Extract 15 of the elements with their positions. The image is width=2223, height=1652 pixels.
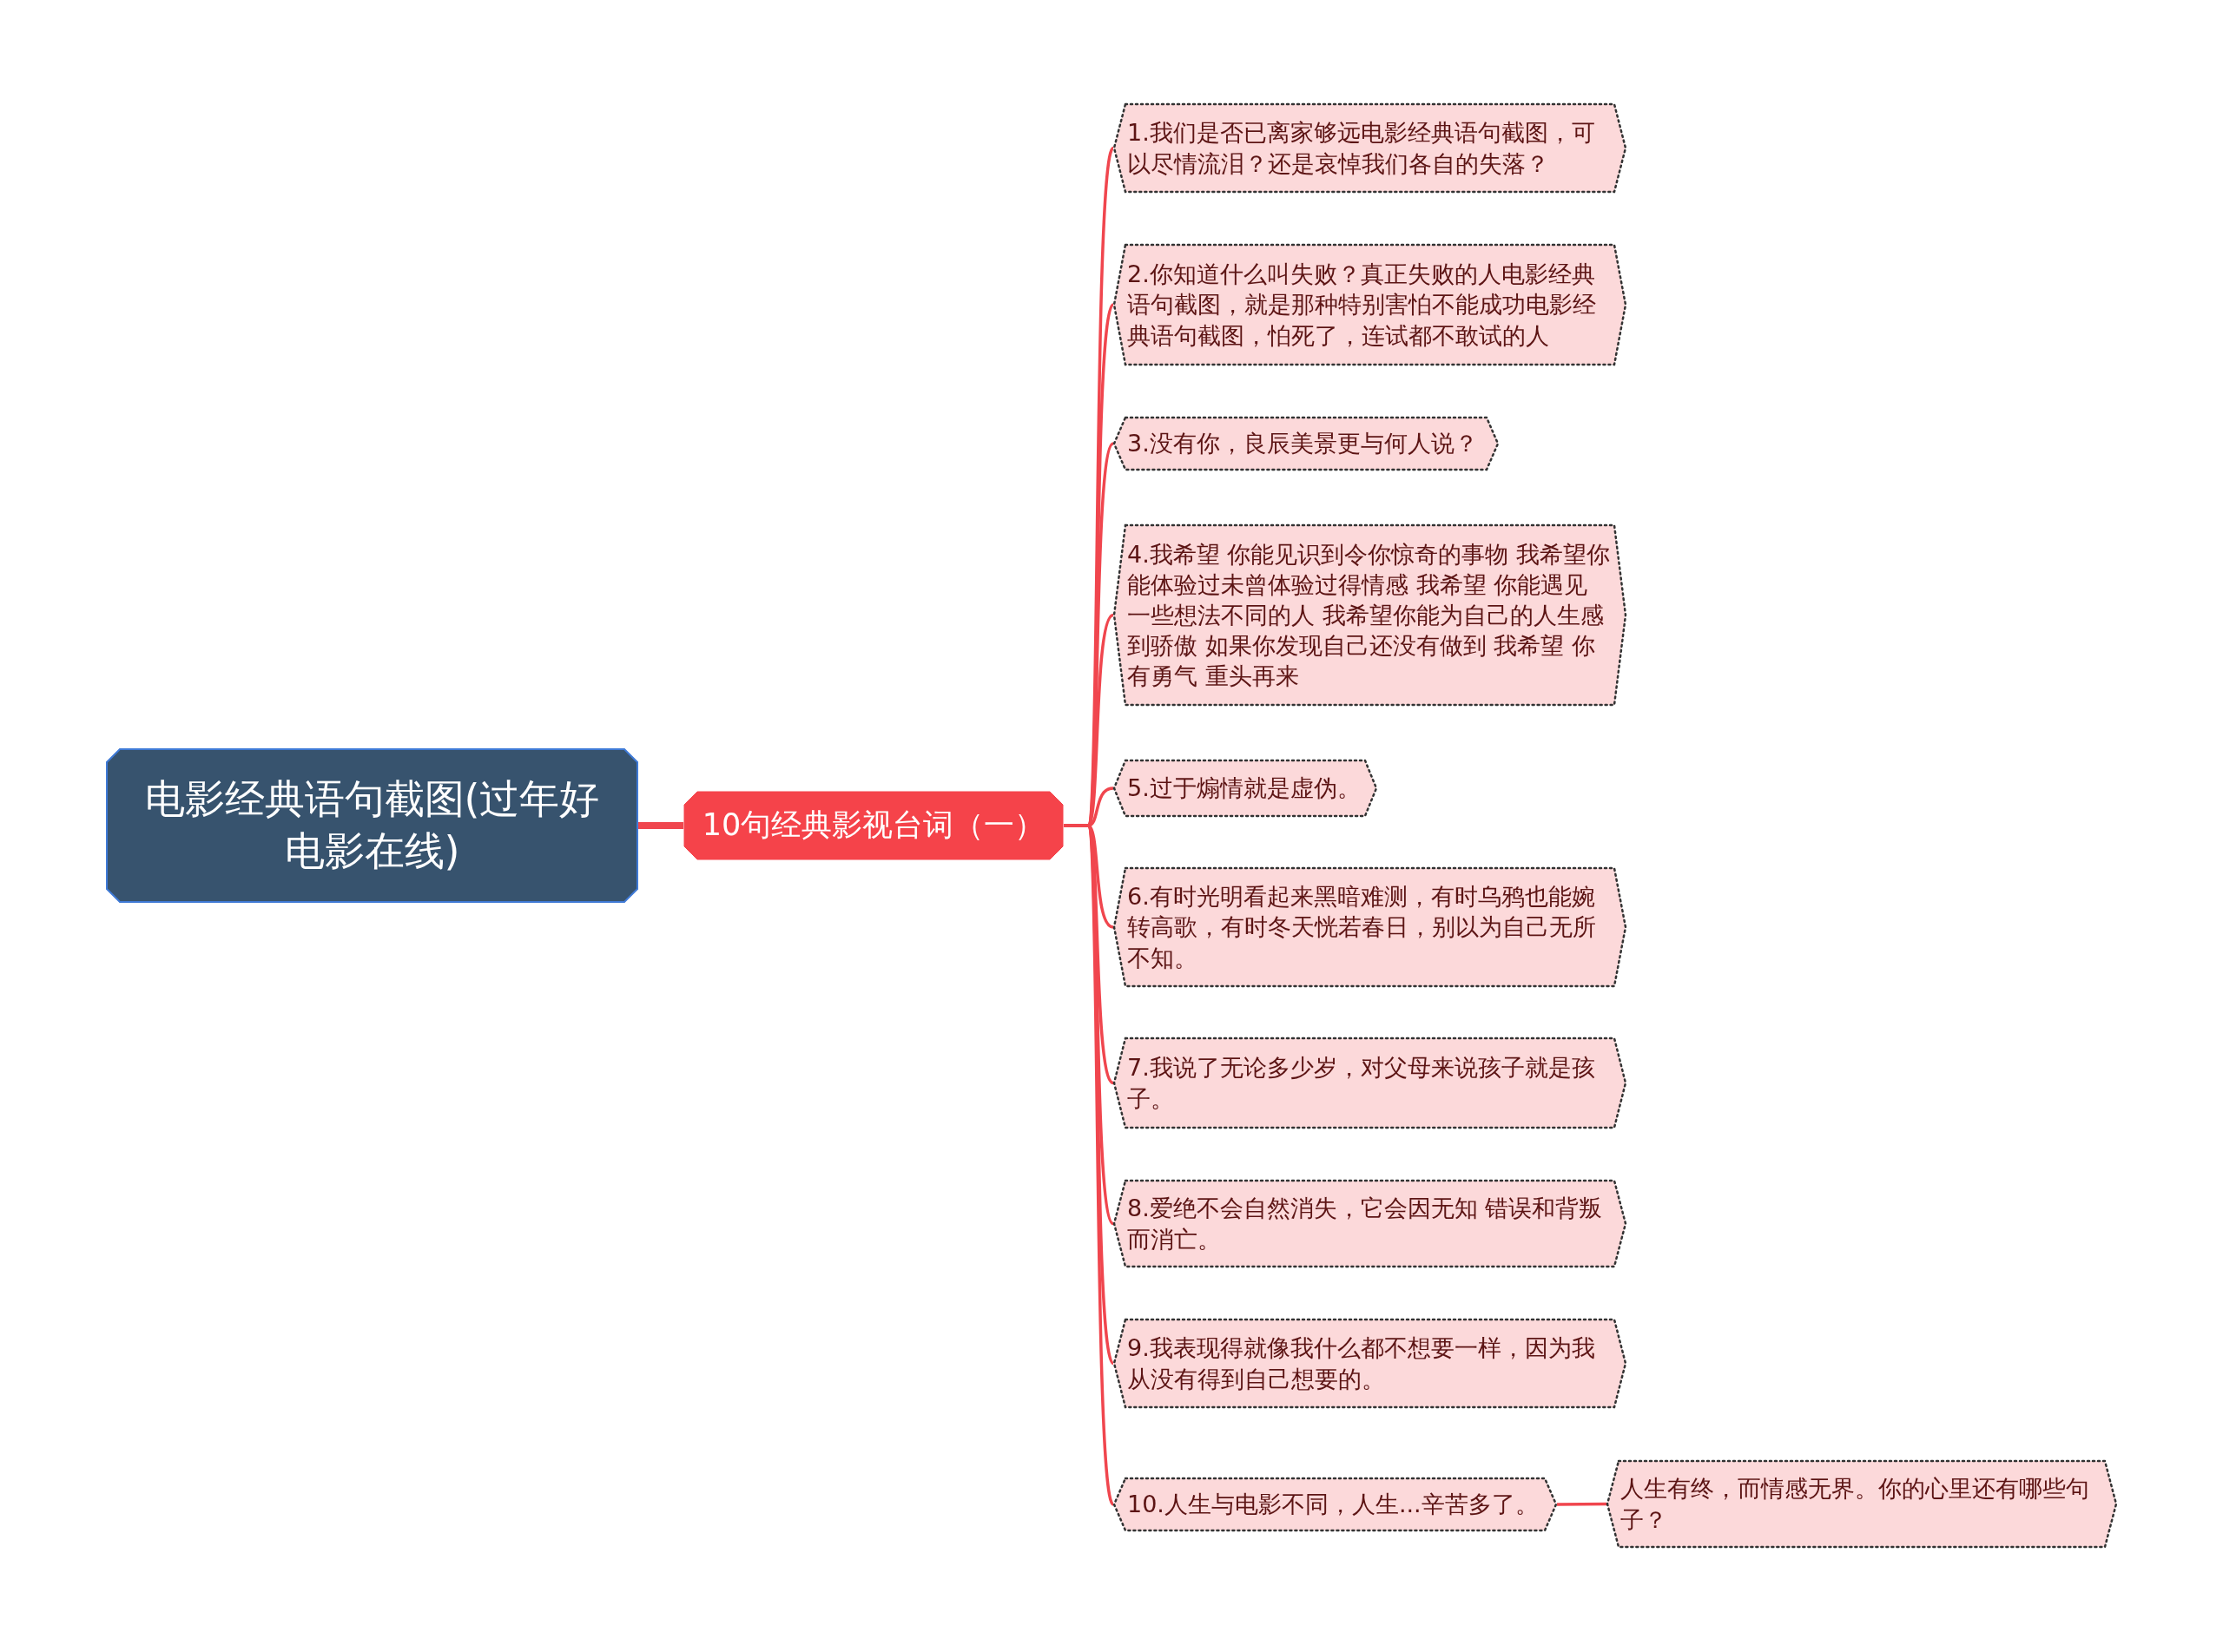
- connector-line: [638, 822, 683, 829]
- subtopic-box: 2.你知道什么叫失败？真正失败的人电影经典语句截图，就是那种特别害怕不能成功电影经典语句截图，怕死了，连试都不敢试的人: [1113, 244, 1626, 365]
- subtopic-box: 人生有终，而情感无界。你的心里还有哪些句子？: [1606, 1460, 2117, 1548]
- subtopic-box: 7.我说了无论多少岁，对父母来说孩子就是孩子。: [1113, 1037, 1626, 1129]
- subtopic-box: 8.爱绝不会自然消失，它会因无知 错误和背叛而消亡。: [1113, 1180, 1626, 1267]
- subtopic-box: 9.我表现得就像我什么都不想要一样，因为我从没有得到自己想要的。: [1113, 1319, 1626, 1408]
- subtopic-box: 6.有时光明看起来黑暗难测，有时乌鸦也能婉转高歌，有时冬天恍若春日，别以为自己无所不知。: [1113, 867, 1626, 987]
- subtopic-box: 4.我希望 你能见识到令你惊奇的事物 我希望你能体验过未曾体验过得情感 我希望 你能遇见一些想法不同的人 我希望你能为自己的人生感到骄傲 如果你发现自己还没有做到 我希望 你有勇气 重头再来: [1113, 524, 1626, 706]
- connector-line: [1557, 1502, 1606, 1506]
- subtopic-box: 5.过于煽情就是虚伪。: [1113, 760, 1377, 817]
- subtopic-box: 1.我们是否已离家够远电影经典语句截图，可以尽情流泪？还是哀悼我们各自的失落？: [1113, 103, 1626, 193]
- root-topic-box: 电影经典语句截图(过年好电影在线): [106, 748, 638, 903]
- subtopic-box: 3.没有你，良辰美景更与何人说？: [1113, 417, 1499, 471]
- subtopic-box: 10.人生与电影不同，人生...辛苦多了。: [1113, 1478, 1557, 1531]
- topic-box: 10句经典影视台词（一）: [683, 791, 1064, 860]
